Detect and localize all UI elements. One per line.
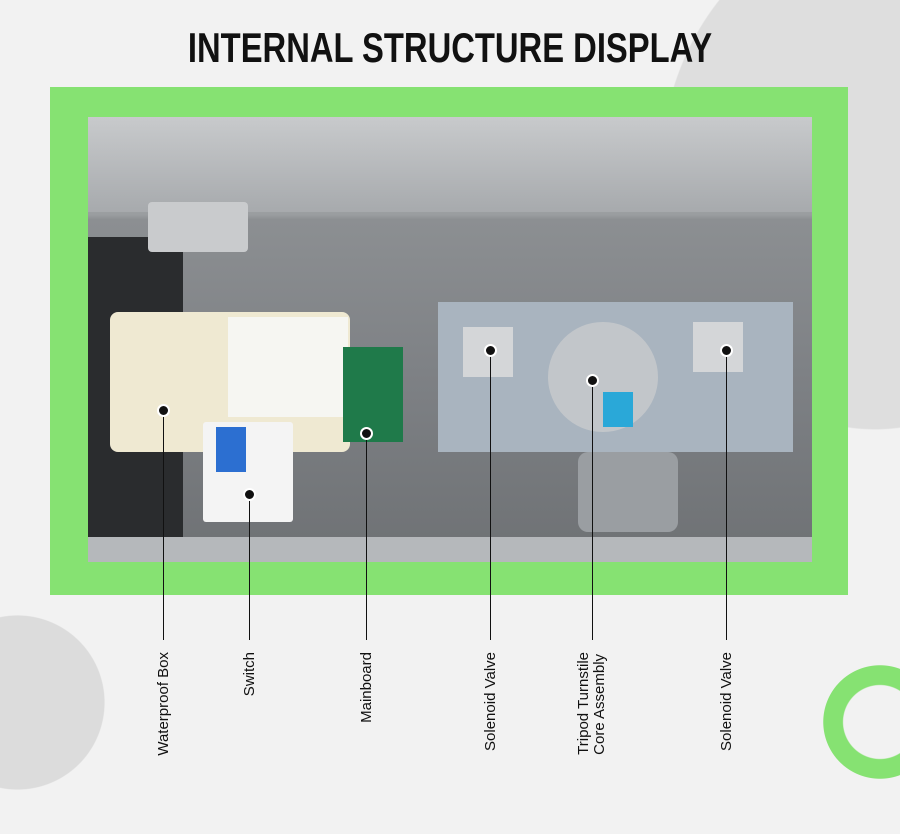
callout-line — [592, 380, 593, 640]
callout-line — [163, 410, 164, 640]
label-solenoid-valve-right: Solenoid Valve — [718, 652, 735, 751]
internal-structure-photo — [88, 117, 812, 562]
callout-dot-solenoid-valve-right — [720, 344, 733, 357]
page-title: INTERNAL STRUCTURE DISPLAY — [0, 24, 900, 72]
callout-dot-mainboard — [360, 427, 373, 440]
label-mainboard: Mainboard — [358, 652, 375, 723]
decor-ring-bottom-right — [823, 665, 900, 779]
callout-line — [490, 350, 491, 640]
callout-line — [249, 494, 250, 640]
label-solenoid-valve-left: Solenoid Valve — [482, 652, 499, 751]
callout-line — [726, 350, 727, 640]
title-text: INTERNAL STRUCTURE DISPLAY — [187, 24, 713, 71]
callout-dot-waterproof-box — [157, 404, 170, 417]
callout-line — [366, 433, 367, 640]
decor-circle-bottom-left — [0, 615, 105, 790]
label-line-2: Core Assembly — [591, 653, 608, 755]
label-line-1: Tripod Turnstile — [575, 652, 592, 755]
label-switch: Switch — [241, 652, 258, 697]
callout-dot-switch — [243, 488, 256, 501]
label-waterproof-box: Waterproof Box — [155, 652, 172, 756]
callout-dot-solenoid-valve-left — [484, 344, 497, 357]
callout-dot-tripod-core — [586, 374, 599, 387]
